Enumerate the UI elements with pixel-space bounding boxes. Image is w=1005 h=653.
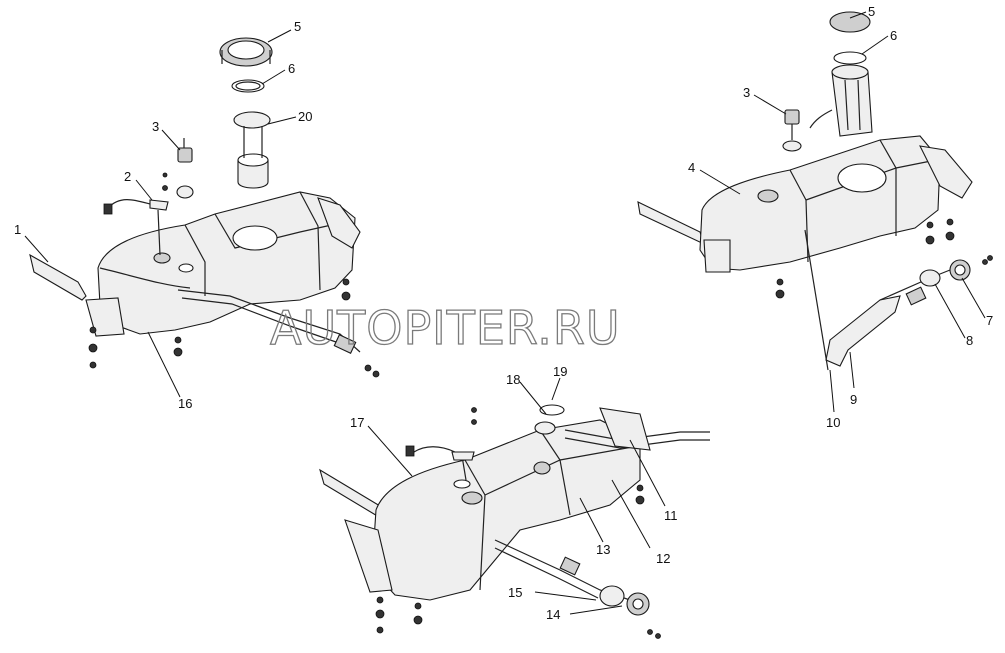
- callout-label: 14: [546, 607, 560, 622]
- watermark-text: AUTOPITER.RU: [270, 301, 621, 355]
- callout-label: 6: [890, 28, 897, 43]
- callout-label: 8: [966, 333, 973, 348]
- mounting-bracket: [29, 253, 87, 301]
- callout-label: 17: [350, 415, 364, 430]
- leader-lines: [24, 11, 986, 615]
- left-fuel-tank-assembly: [29, 37, 380, 378]
- bottom-fuel-tank-assembly: [319, 404, 710, 639]
- callout-label: 2: [124, 169, 131, 184]
- callout-label: 13: [596, 542, 610, 557]
- fuel-tank-body: [97, 191, 356, 335]
- callout-label: 19: [553, 364, 567, 379]
- callout-label: 15: [508, 585, 522, 600]
- callout-label: 3: [152, 119, 159, 134]
- right-fuel-tank-assembly: [637, 11, 993, 371]
- callout-label: 11: [664, 508, 678, 523]
- callout-label: 6: [288, 61, 295, 76]
- pump-opening: [232, 225, 278, 251]
- callout-label: 20: [298, 109, 312, 124]
- callout-labels: 1 2 3 5 6 20 16 3 4 5 6 7 8 9 10 11 12 1…: [14, 4, 993, 622]
- callout-label: 12: [656, 551, 670, 566]
- callout-label: 18: [506, 372, 520, 387]
- callout-label: 16: [178, 396, 192, 411]
- callout-label: 1: [14, 222, 21, 237]
- callout-label: 10: [826, 415, 840, 430]
- fuel-tank-body-right: [699, 135, 941, 271]
- callout-label: 4: [688, 160, 695, 175]
- callout-label: 5: [294, 19, 301, 34]
- callout-label: 5: [868, 4, 875, 19]
- callout-label: 9: [850, 392, 857, 407]
- callout-label: 3: [743, 85, 750, 100]
- callout-label: 7: [986, 313, 993, 328]
